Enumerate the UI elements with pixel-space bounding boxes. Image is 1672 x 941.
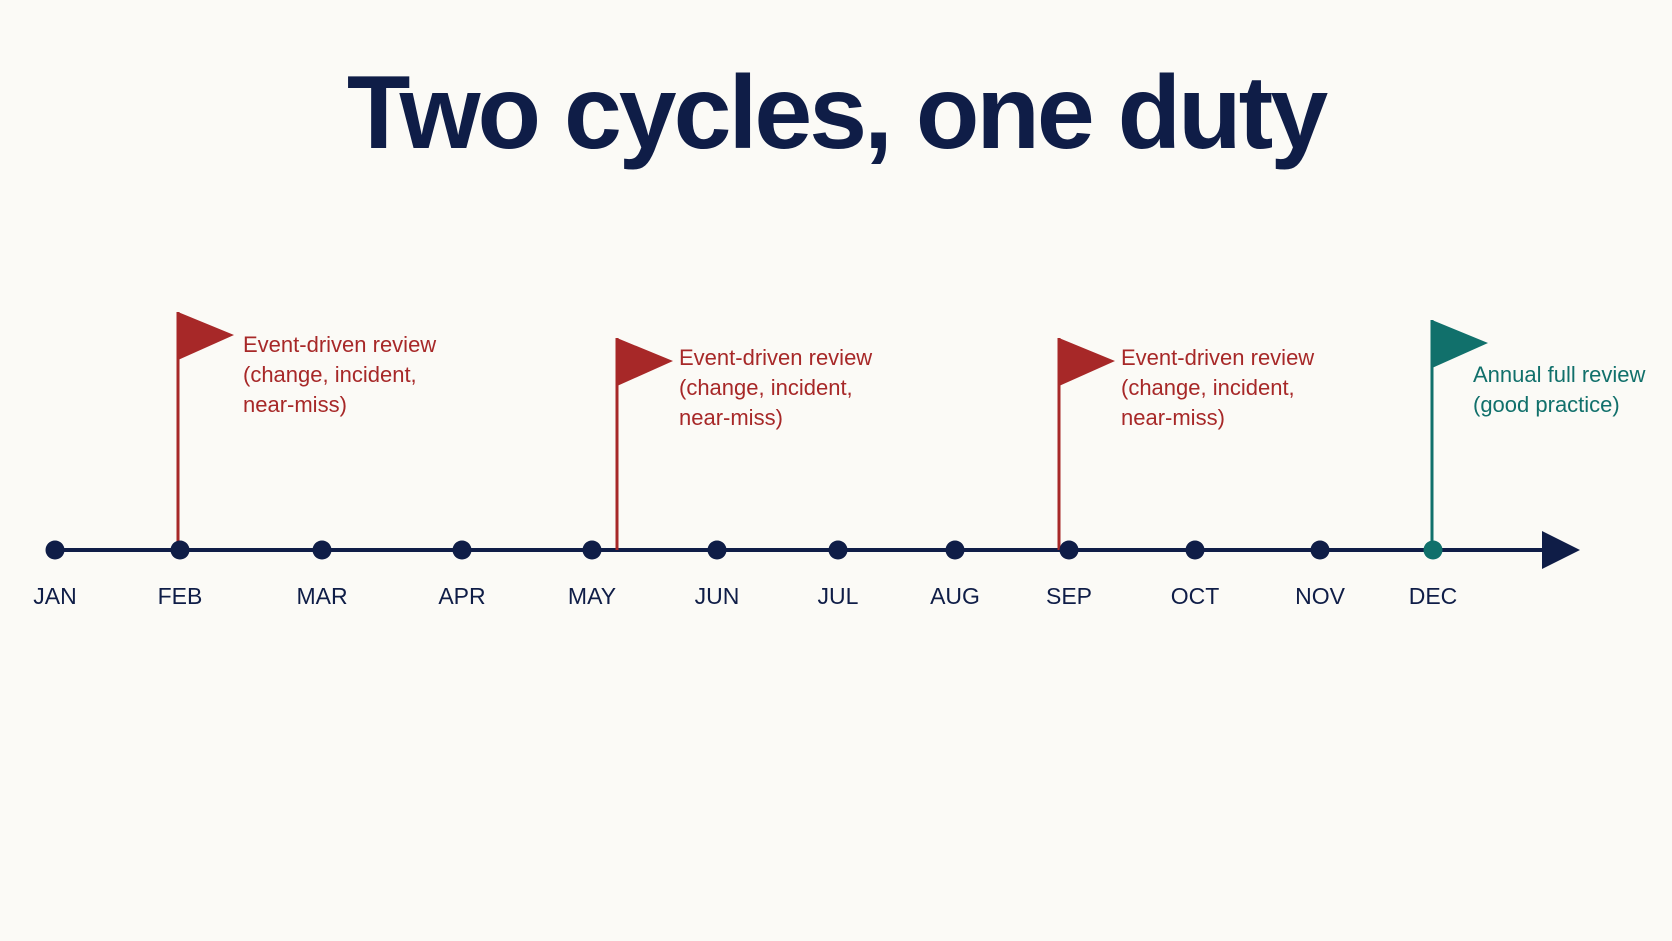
flag-caption-line: Annual full review [1473, 362, 1646, 387]
review-flag-dec: Annual full review (good practice) [1430, 320, 1646, 550]
month-marker-nov [1310, 540, 1330, 560]
month-marker-dec [1423, 540, 1443, 560]
month-marker-jul [828, 540, 848, 560]
flag-caption-line: near-miss) [243, 392, 347, 417]
month-marker-aug [945, 540, 965, 560]
flag-caption-line: (change, incident, [243, 362, 417, 387]
review-flags-group: Event-driven review (change, incident, nea… [176, 312, 1646, 550]
timeline-axis-group [55, 531, 1580, 569]
flag-icon [1432, 320, 1488, 368]
flag-caption-line: (change, incident, [1121, 375, 1295, 400]
month-label-mar: MAR [296, 583, 347, 609]
flag-caption: Event-driven review (change, incident, nea… [1121, 345, 1314, 430]
flag-caption: Annual full review (good practice) [1473, 362, 1646, 417]
month-marker-sep [1059, 540, 1079, 560]
review-flag-feb: Event-driven review (change, incident, nea… [176, 312, 436, 550]
flag-caption: Event-driven review (change, incident, nea… [679, 345, 872, 430]
review-flag-sep: Event-driven review (change, incident, nea… [1057, 338, 1314, 550]
flag-icon [1059, 338, 1115, 386]
month-marker-jun [707, 540, 727, 560]
month-label-feb: FEB [158, 583, 203, 609]
month-label-nov: NOV [1295, 583, 1346, 609]
month-label-apr: APR [438, 583, 485, 609]
flag-caption-line: near-miss) [1121, 405, 1225, 430]
flag-caption-line: (change, incident, [679, 375, 853, 400]
flag-icon [178, 312, 234, 360]
review-flag-may: Event-driven review (change, incident, nea… [615, 338, 872, 550]
flag-caption: Event-driven review (change, incident, nea… [243, 332, 436, 417]
flag-caption-line: (good practice) [1473, 392, 1620, 417]
timeline-arrowhead [1542, 531, 1580, 569]
flag-caption-line: Event-driven review [679, 345, 872, 370]
month-label-dec: DEC [1409, 583, 1458, 609]
month-label-sep: SEP [1046, 583, 1092, 609]
month-label-may: MAY [568, 583, 616, 609]
month-label-oct: OCT [1171, 583, 1220, 609]
month-labels-group: JAN FEB MAR APR MAY JUN JUL AUG SEP OCT NOV DEC [33, 583, 1457, 609]
flag-icon [617, 338, 673, 386]
flag-caption-line: near-miss) [679, 405, 783, 430]
month-marker-may [582, 540, 602, 560]
month-label-aug: AUG [930, 583, 980, 609]
flag-caption-line: Event-driven review [243, 332, 436, 357]
slide-title: Two cycles, one duty [346, 55, 1328, 171]
month-marker-apr [452, 540, 472, 560]
month-marker-jan [45, 540, 65, 560]
month-marker-feb [170, 540, 190, 560]
month-marker-mar [312, 540, 332, 560]
month-label-jun: JUN [695, 583, 740, 609]
month-marker-oct [1185, 540, 1205, 560]
month-label-jan: JAN [33, 583, 76, 609]
month-label-jul: JUL [818, 583, 859, 609]
month-markers-group [45, 540, 1443, 560]
flag-caption-line: Event-driven review [1121, 345, 1314, 370]
